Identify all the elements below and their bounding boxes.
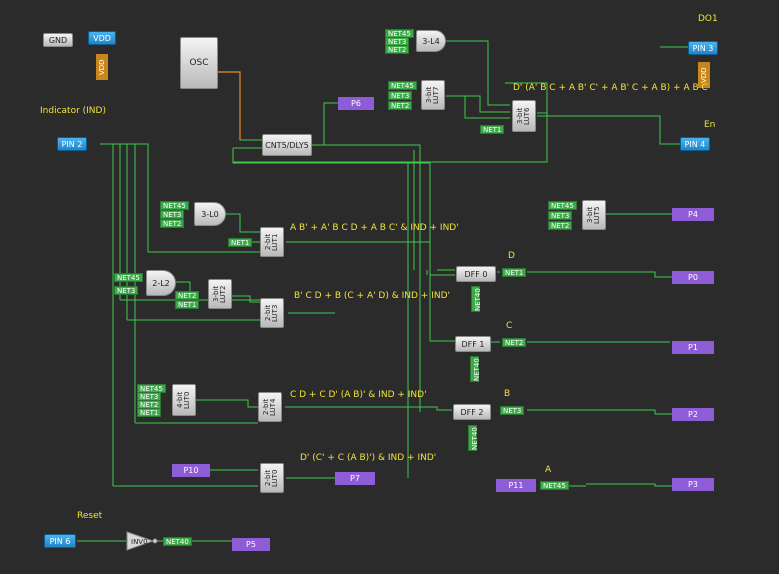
net2-dff1-out: NET2 [502,338,527,347]
net45-p11-out: NET45 [540,481,569,490]
and-gate-2l2[interactable]: 2-L2 [146,270,176,296]
port-p7[interactable]: P7 [335,472,375,485]
net45-l2: NET45 [114,273,143,282]
equation-lut0b: D' (C' + C (A B)') & IND + IND' [300,453,437,463]
net3-l2: NET3 [114,286,139,295]
net40-dff1: NET40 [470,356,481,382]
port-p4[interactable]: P4 [672,208,714,221]
bit-label-a: A [545,465,552,475]
port-p3[interactable]: P3 [672,478,714,491]
bit-label-d: D [508,251,515,261]
pin2-block[interactable]: PIN 2 [57,137,87,151]
net2-l4: NET2 [385,45,410,54]
net40-inv-out: NET40 [163,537,192,546]
net1-dff0-out: NET1 [502,268,527,277]
and-gate-3l4[interactable]: 3-L4 [416,30,446,52]
net2-lut5: NET2 [548,221,573,230]
lut0b-id: LUT0 [271,469,279,487]
vdd-tag: VDD [96,54,108,80]
port-p6[interactable]: P6 [338,97,374,110]
bit-label-c: C [506,321,513,331]
net40-dff2: NET40 [468,425,479,451]
lut6-block[interactable]: 3-bit LUT6 [512,100,536,132]
net2-l0: NET2 [160,219,185,228]
lut2-id: LUT2 [219,285,227,303]
lut0-id: LUT0 [183,391,191,409]
net1-lut6: NET1 [480,125,505,134]
lut2-block[interactable]: 3-bit LUT2 [208,279,232,309]
osc-block[interactable]: OSC [180,37,218,89]
and-gate-3l0[interactable]: 3-L0 [194,202,226,226]
pin6-block[interactable]: PIN 6 [44,534,76,548]
lut5-id: LUT5 [593,206,601,224]
net45-lut5: NET45 [548,201,577,210]
gnd-block[interactable]: GND [43,33,73,47]
dff2-block[interactable]: DFF 2 [453,404,491,420]
lut4-id: LUT4 [269,398,277,416]
lut1-id: LUT1 [271,233,279,251]
indicator-label: Indicator (IND) [40,106,106,116]
lut1-block[interactable]: 2-bit LUT1 [260,227,284,257]
cnt5-block[interactable]: CNT5/DLY5 [262,134,312,156]
port-p0[interactable]: P0 [672,271,714,284]
net2-lut2: NET2 [175,291,200,300]
net3-l0: NET3 [160,210,185,219]
vdd-block[interactable]: VDD [88,31,116,45]
net45-l0: NET45 [160,201,189,210]
bit-label-b: B [504,389,511,399]
do1-label: DO1 [698,14,718,24]
port-p5[interactable]: P5 [232,538,270,551]
reset-label: Reset [77,511,103,521]
net3-dff2-out: NET3 [500,406,525,415]
net1-lut0: NET1 [137,408,162,417]
inverter-icon [126,531,158,551]
lut5-block[interactable]: 3-bit LUT5 [582,200,606,230]
lut6-id: LUT6 [523,107,531,125]
equation-lut4: C D + C D' (A B)' & IND + IND' [290,390,427,400]
net3-lut5: NET3 [548,211,573,220]
inv0-label: INV0 [131,538,148,546]
equation-lut1: A B' + A' B C D + A B C' & IND + IND' [290,223,459,233]
net3-lut7: NET3 [388,91,413,100]
equation-lut3: B' C D + B (C + A' D) & IND + IND' [294,291,450,301]
net1-lut2: NET1 [175,300,200,309]
lut7-block[interactable]: 3-bit LUT7 [421,80,445,110]
dff0-block[interactable]: DFF 0 [456,266,496,282]
lut3-id: LUT3 [271,304,279,322]
en-label: En [704,120,716,130]
port-p10[interactable]: P10 [172,464,210,477]
port-p2[interactable]: P2 [672,408,714,421]
lut0b-block[interactable]: 2-bit LUT0 [260,463,284,493]
port-p11[interactable]: P11 [496,479,536,492]
dff1-block[interactable]: DFF 1 [455,336,491,352]
pin3-block[interactable]: PIN 3 [688,41,718,55]
port-p1[interactable]: P1 [672,341,714,354]
equation-lut6: D' (A' B C + A B' C' + A B' C + A B) + A… [513,83,708,93]
lut4-block[interactable]: 2-bit LUT4 [258,392,282,422]
net40-dff0: NET40 [471,286,482,312]
pin4-block[interactable]: PIN 4 [680,137,710,151]
lut0-block[interactable]: 4-bit LUT0 [172,384,196,416]
lut3-block[interactable]: 2-bit LUT3 [260,298,284,328]
net45-lut7: NET45 [388,81,417,90]
inv0-gate[interactable] [126,531,158,551]
net2-lut7: NET2 [388,101,413,110]
net1-lut1: NET1 [228,238,253,247]
lut7-id: LUT7 [432,86,440,104]
